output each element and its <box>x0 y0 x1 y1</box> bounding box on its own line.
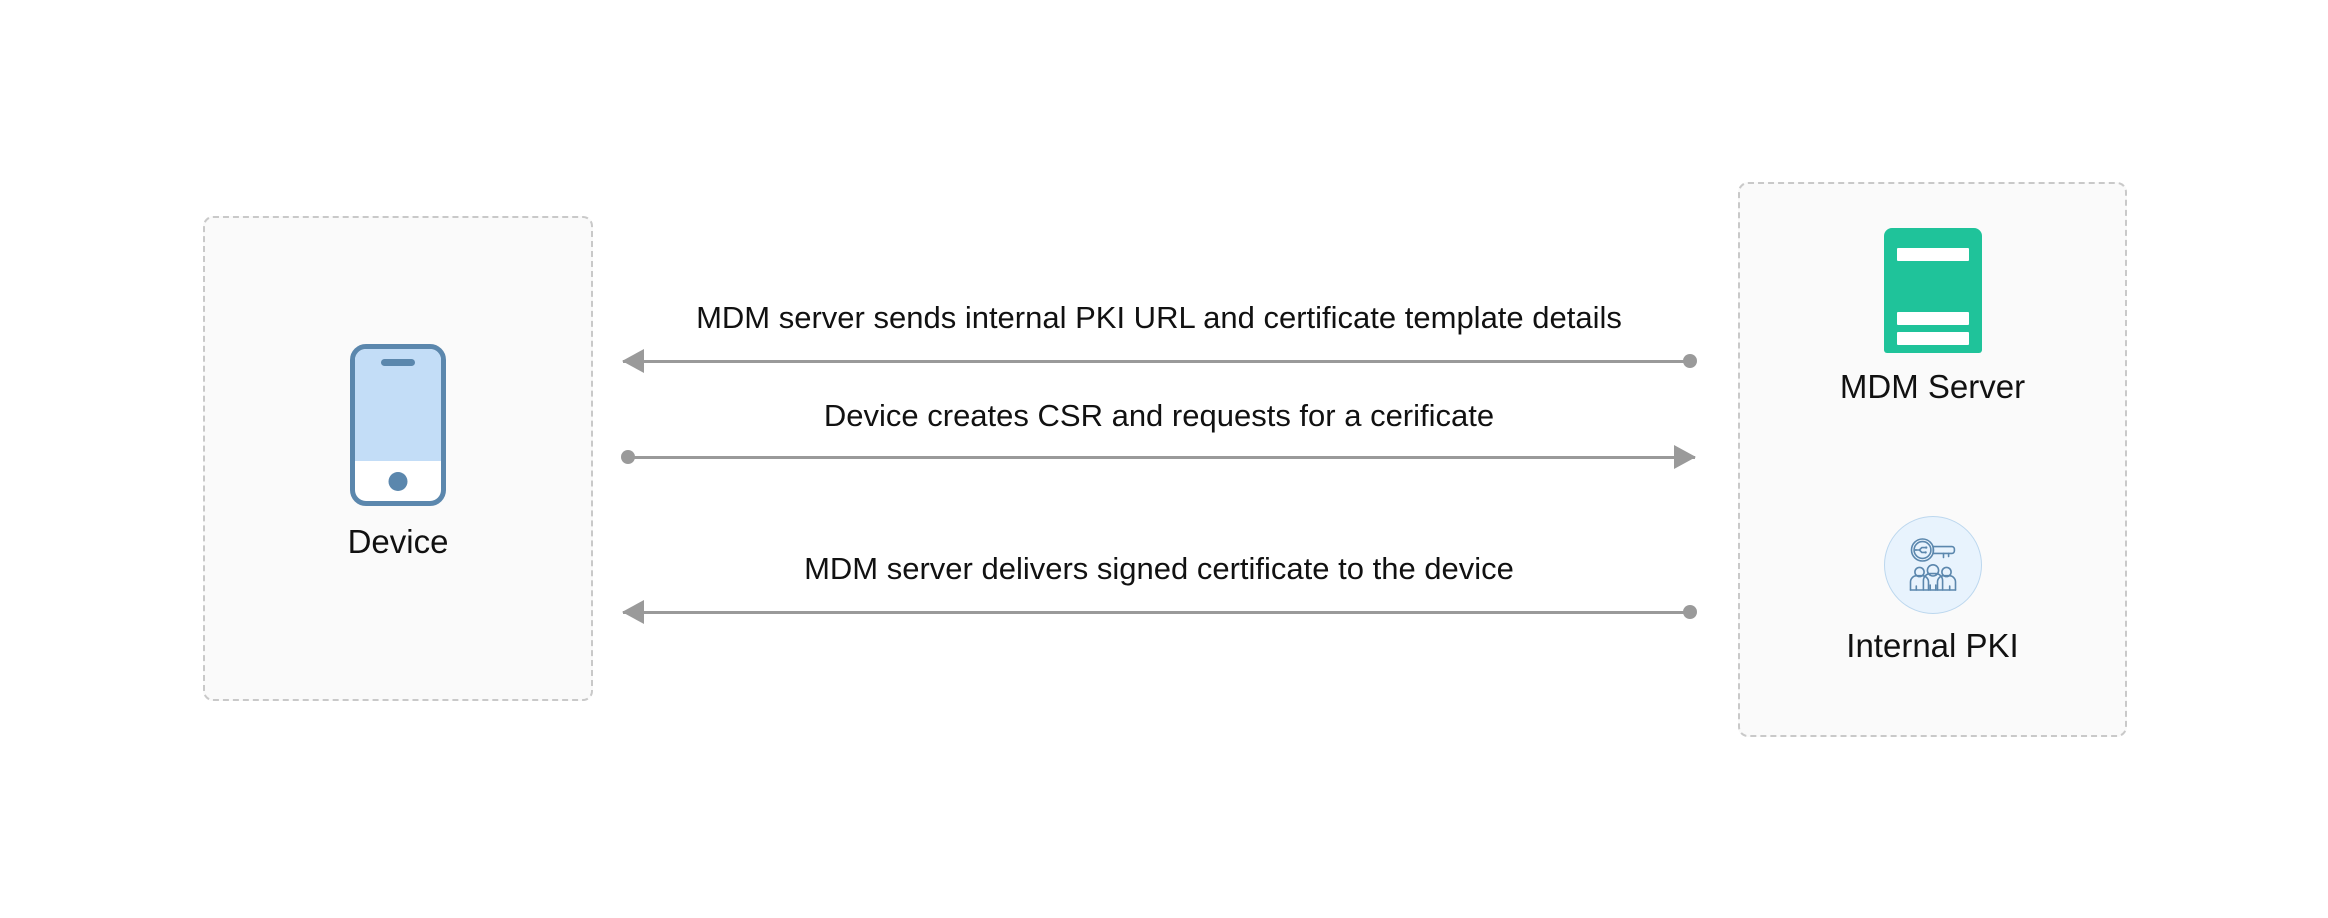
server-slot-bar <box>1896 312 1969 325</box>
arrow-line <box>623 455 1695 459</box>
arrow-head-right-icon <box>1674 445 1696 469</box>
phone-home-button-icon <box>388 472 408 491</box>
arrow-endpoint-dot <box>1683 605 1697 619</box>
server-slot-bar <box>1896 248 1969 261</box>
message-arrow-2-label: Device creates CSR and requests for a ce… <box>823 398 1495 433</box>
phone-screen <box>355 349 441 462</box>
arrow-endpoint-dot <box>1683 354 1697 368</box>
message-arrow-3-label: MDM server delivers signed certificate t… <box>804 551 1514 586</box>
arrow-line <box>623 610 1695 614</box>
mobile-phone-icon <box>350 344 446 506</box>
node-mdm-server[interactable]: MDM Server <box>1738 228 2127 405</box>
arrow-head-left-icon <box>622 600 644 624</box>
server-slot-bar <box>1896 332 1969 345</box>
server-rack-icon <box>1883 228 1982 353</box>
message-arrow-1-label: MDM server sends internal PKI URL and ce… <box>696 300 1622 335</box>
node-mdm-server-label: MDM Server <box>1839 368 2026 405</box>
phone-speaker-icon <box>381 359 415 366</box>
arrow-head-left-icon <box>622 349 644 373</box>
arrow-line <box>623 359 1695 363</box>
node-internal-pki[interactable]: Internal PKI <box>1738 516 2127 664</box>
arrow-endpoint-dot <box>621 450 635 464</box>
node-device-label: Device <box>347 523 449 560</box>
key-and-people-icon <box>1883 516 1982 614</box>
node-device[interactable]: Device <box>203 344 593 560</box>
node-internal-pki-label: Internal PKI <box>1846 627 2019 664</box>
